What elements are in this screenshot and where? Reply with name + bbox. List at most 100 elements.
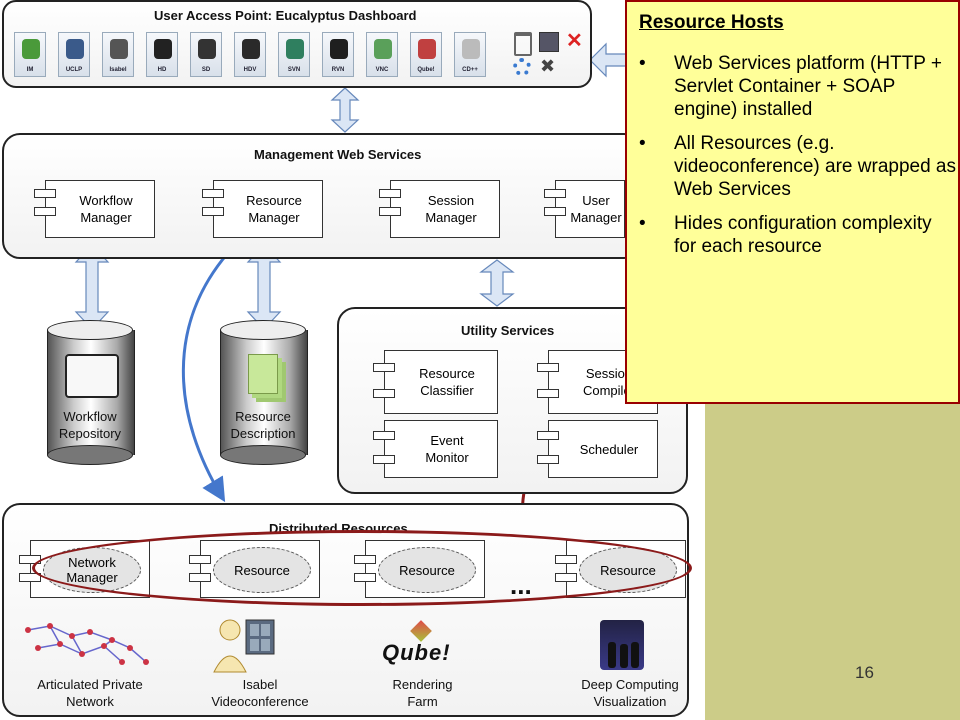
dashboard-button[interactable]: CD++ [454, 32, 486, 77]
close-icon[interactable]: ✕ [566, 30, 583, 52]
note-bullet-text: Web Services platform (HTTP + Servlet Co… [674, 53, 943, 120]
dashboard-button-icon [462, 39, 480, 59]
dashboard-button-icon [22, 39, 40, 59]
component-tab [373, 431, 395, 440]
dashboard-button-icon [110, 39, 128, 59]
dashboard-button-label: VNC [375, 67, 389, 73]
dashboard-button-icon [198, 39, 216, 59]
dashboard-button[interactable]: SD [190, 32, 222, 77]
dashboard-button[interactable]: RVN [322, 32, 354, 77]
dashboard-button[interactable]: HD [146, 32, 178, 77]
dashboard-button-icon [66, 39, 84, 59]
dashboard-button[interactable]: HDV [234, 32, 266, 77]
dashboard-button-icon [242, 39, 260, 59]
note-bullet-text: All Resources (e.g. videoconference) are… [674, 133, 957, 200]
component-tab [537, 389, 559, 398]
note-bullet-item: • Hides configuration complexity for each… [627, 212, 957, 258]
save-icon[interactable] [539, 32, 559, 52]
component-tab [19, 573, 41, 582]
component-tab [379, 189, 401, 198]
note-bullet-item: •All Resources (e.g. videoconference) ar… [627, 132, 957, 201]
gear-icon[interactable] [513, 58, 531, 76]
dashboard-button-label: HD [157, 67, 167, 73]
page-number: 16 [855, 663, 874, 682]
dashboard-button-label: SD [201, 67, 211, 73]
component-label: Scheduler [579, 441, 639, 457]
dashboard-button-label: RVN [331, 67, 345, 73]
dashboard-button[interactable]: Qube! [410, 32, 442, 77]
dashboard-button[interactable]: VNC [366, 32, 398, 77]
dashboard-title: User Access Point: Eucalyptus Dashboard [154, 8, 417, 23]
management-title: Management Web Services [254, 147, 422, 162]
qube-logo: Qube! [380, 620, 468, 665]
dashboard-button-label: Qube! [417, 67, 435, 73]
dashboard-button-label: IM [26, 67, 34, 73]
dashboard-button-icon [330, 39, 348, 59]
tools-icon[interactable]: ✖ [540, 56, 556, 76]
bullet-marker: • [639, 213, 646, 234]
arrow-dashboard-management [330, 87, 360, 133]
bullet-marker: • [639, 53, 646, 74]
component-tab [379, 207, 401, 216]
cylinder-top [220, 320, 306, 340]
dashboard-button[interactable]: Isabel [102, 32, 134, 77]
component-tab [373, 363, 395, 372]
component-tab [202, 207, 224, 216]
component-tab [537, 431, 559, 440]
component-tab [544, 189, 566, 198]
component-tab [202, 189, 224, 198]
dashboard-button-label: SVN [287, 67, 301, 73]
dashboard-button-icon [418, 39, 436, 59]
videoconference-icon [213, 619, 275, 673]
visualization-icon [600, 620, 644, 670]
network-map-icon [25, 623, 149, 665]
arrow-management-utility [479, 259, 515, 307]
cylinder-bottom [220, 445, 306, 465]
dashboard-button-icon [154, 39, 172, 59]
dashboard-button-icon [286, 39, 304, 59]
arrow-resource-manager-to-distributed [181, 218, 262, 503]
component-tab [34, 207, 56, 216]
arrow-dashboard-right [589, 42, 627, 78]
component-tab [544, 207, 566, 216]
dashboard-button-label: CD++ [462, 67, 478, 73]
dashboard-button-label: Isabel [109, 67, 127, 73]
note-bullet-item: • Web Services platform (HTTP + Servlet C… [627, 52, 957, 121]
workflow-icon [65, 354, 119, 398]
utility-title: Utility Services [461, 323, 555, 338]
dashboard-button[interactable]: IM [14, 32, 46, 77]
cylinder-bottom [47, 445, 133, 465]
trash-icon[interactable] [514, 32, 532, 56]
component-tab [34, 189, 56, 198]
note-bullets: • Web Services platform (HTTP + Servlet C… [627, 52, 957, 269]
component-tab [537, 455, 559, 464]
dashboard-button[interactable]: SVN [278, 32, 310, 77]
note-bullet-text: Hides configuration complexity for each … [674, 213, 932, 257]
dashboard-button[interactable]: UCLP [58, 32, 90, 77]
dashboard-panel: User Access Point: Eucalyptus Dashboard … [2, 0, 592, 88]
dashboard-button-icon [374, 39, 392, 59]
component-tab [373, 389, 395, 398]
component-tab [537, 363, 559, 372]
